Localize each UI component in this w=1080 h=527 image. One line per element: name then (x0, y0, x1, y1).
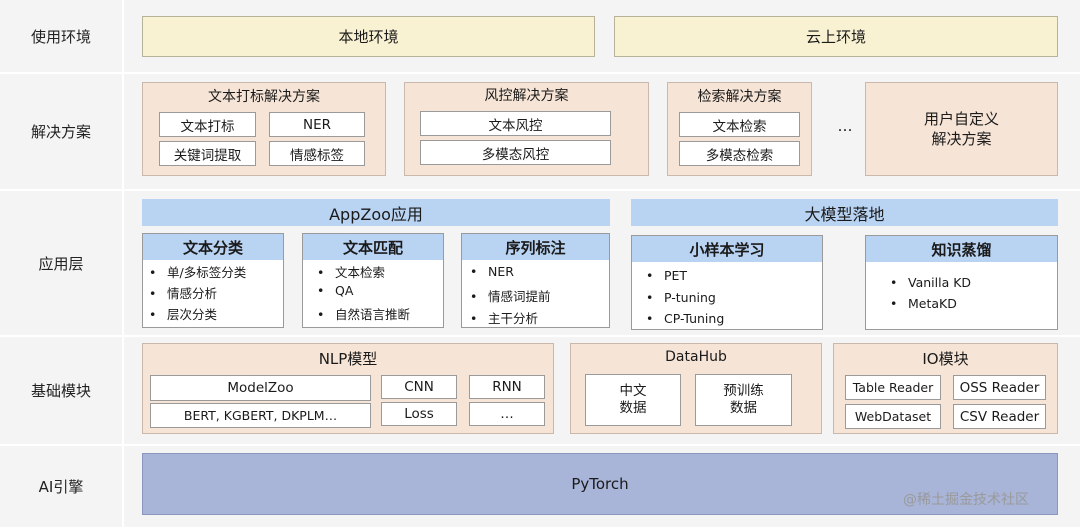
app-card-title: 小样本学习 (632, 236, 822, 262)
rnn-box: RNN (469, 375, 545, 399)
modelzoo-box: ModelZoo (150, 375, 371, 401)
tagging-item: 文本打标 (159, 112, 256, 137)
search-item: 文本检索 (679, 112, 800, 137)
chinese-data-box: 中文 数据 (585, 374, 681, 426)
row-divider (0, 189, 1080, 191)
risk-solution-title: 风控解决方案 (484, 88, 569, 104)
row-divider (0, 72, 1080, 74)
app-card-item: 情感词提前 (470, 286, 551, 305)
model-list-box: BERT, KGBERT, DKPLM… (150, 403, 371, 428)
app-card-fewshot: 小样本学习 PET P-tuning CP-Tuning (631, 235, 823, 330)
app-card-item: P-tuning (646, 290, 716, 305)
loss-box: Loss (381, 402, 457, 426)
app-card-matching: 文本匹配 文本检索 QA 自然语言推断 (302, 233, 444, 328)
app-card-item: PET (646, 268, 687, 283)
custom-solution-line1: 用户自定义 (923, 110, 999, 128)
search-solution-panel: 检索解决方案 文本检索 多模态检索 (667, 82, 812, 176)
tagging-item: NER (269, 112, 365, 137)
more-modules-box: … (469, 402, 545, 426)
app-card-item: 情感分析 (149, 283, 217, 302)
row-label-solution: 解决方案 (30, 123, 91, 141)
watermark-text: @稀土掘金技术社区 (903, 492, 1029, 508)
column-divider (122, 0, 124, 527)
chinese-data-line1: 中文 (619, 383, 647, 399)
datahub-panel: DataHub 中文 数据 预训练 数据 (570, 343, 822, 434)
app-card-title: 文本匹配 (303, 234, 443, 260)
io-item: WebDataset (845, 404, 941, 429)
app-card-item: CP-Tuning (646, 311, 724, 326)
env-local-box: 本地环境 (142, 16, 595, 57)
tagging-solution-title: 文本打标解决方案 (208, 89, 320, 105)
custom-solution-line2: 解决方案 (931, 130, 992, 148)
io-item: OSS Reader (953, 375, 1046, 400)
search-solution-title: 检索解决方案 (697, 89, 782, 105)
tagging-item: 关键词提取 (159, 141, 256, 166)
risk-solution-panel: 风控解决方案 文本风控 多模态风控 (404, 82, 649, 176)
pytorch-engine-box: PyTorch (142, 453, 1058, 515)
app-card-sequence: 序列标注 NER 情感词提前 主干分析 (461, 233, 610, 328)
tagging-solution-panel: 文本打标解决方案 文本打标 NER 关键词提取 情感标签 (142, 82, 386, 176)
risk-item: 多模态风控 (420, 140, 611, 165)
row-divider (0, 335, 1080, 337)
io-module-title: IO模块 (922, 349, 969, 368)
pretrain-data-line1: 预训练 (723, 383, 764, 399)
app-card-distillation: 知识蒸馏 Vanilla KD MetaKD (865, 235, 1058, 330)
app-card-title: 文本分类 (143, 234, 283, 260)
custom-solution-panel: 用户自定义 解决方案 (865, 82, 1058, 176)
datahub-title: DataHub (665, 349, 727, 365)
app-card-item: 单/多标签分类 (149, 262, 246, 281)
app-card-classification: 文本分类 单/多标签分类 情感分析 层次分类 (142, 233, 284, 328)
io-item: Table Reader (845, 375, 941, 400)
app-card-item: 层次分类 (149, 304, 217, 323)
row-label-app: 应用层 (38, 254, 84, 273)
nlp-model-panel: NLP模型 ModelZoo BERT, KGBERT, DKPLM… CNN … (142, 343, 554, 434)
env-cloud-box: 云上环境 (614, 16, 1058, 57)
io-module-panel: IO模块 Table Reader OSS Reader WebDataset … (833, 343, 1058, 434)
app-card-item: NER (470, 264, 514, 279)
app-card-item: MetaKD (890, 296, 957, 311)
chinese-data-line2: 数据 (619, 400, 647, 416)
app-card-title: 知识蒸馏 (866, 236, 1057, 262)
row-label-env: 使用环境 (30, 27, 91, 46)
nlp-model-title: NLP模型 (318, 349, 378, 368)
row-divider (0, 444, 1080, 446)
cnn-box: CNN (381, 375, 457, 399)
pretrain-data-line2: 数据 (730, 400, 757, 416)
tagging-item: 情感标签 (269, 141, 365, 166)
io-item: CSV Reader (953, 404, 1046, 429)
app-card-title: 序列标注 (462, 234, 609, 260)
app-card-item: Vanilla KD (890, 275, 971, 290)
app-card-item: QA (317, 283, 353, 298)
pretrain-data-box: 预训练 数据 (695, 374, 792, 426)
row-label-engine: AI引擎 (38, 478, 84, 496)
app-card-item: 主干分析 (470, 308, 538, 327)
risk-item: 文本风控 (420, 111, 611, 136)
row-label-base: 基础模块 (30, 382, 91, 400)
app-card-item: 自然语言推断 (317, 304, 410, 323)
bigmodel-banner: 大模型落地 (631, 199, 1058, 226)
solutions-ellipsis: … (837, 117, 853, 135)
search-item: 多模态检索 (679, 141, 800, 166)
appzoo-banner: AppZoo应用 (142, 199, 610, 226)
app-card-item: 文本检索 (317, 262, 385, 281)
